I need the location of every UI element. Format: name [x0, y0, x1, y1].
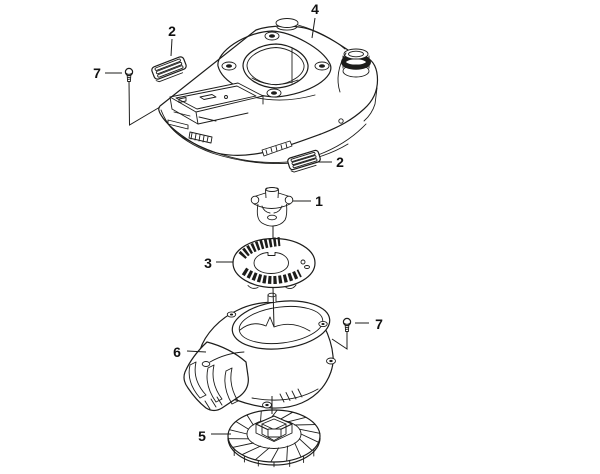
- leader-2-top: [170, 38, 173, 57]
- callout-labels: 4 2 7 2 1 3 7 6 5: [93, 1, 383, 444]
- cover-tray: [169, 82, 264, 125]
- housing-screw-bosses: [201, 311, 336, 409]
- callout-label-1: 1: [315, 193, 323, 209]
- callout-label-7-left: 7: [93, 65, 101, 81]
- fan-hub: [255, 415, 293, 442]
- callout-leader-lines: [105, 17, 369, 435]
- screen-disc-part: [232, 237, 316, 290]
- fan-blades: [227, 409, 321, 463]
- cover-screw-bosses: [221, 31, 330, 98]
- callout-label-4: 4: [311, 1, 319, 17]
- housing-chute: [183, 341, 249, 412]
- callout-label-7-right: 7: [375, 316, 383, 332]
- cover-front-details: [167, 118, 344, 157]
- leader-4: [311, 17, 316, 39]
- blower-housing-part: [183, 292, 336, 412]
- vent-grille-top: [151, 56, 187, 83]
- vent-grille-bottom: [287, 149, 321, 173]
- engine-cover-part: [158, 18, 379, 165]
- cover-port: [275, 18, 346, 50]
- leader-6: [186, 350, 207, 353]
- flywheel-fan-part: [227, 409, 321, 468]
- callout-label-2-bottom: 2: [336, 154, 344, 170]
- callout-label-6: 6: [173, 344, 181, 360]
- fuel-cap: [337, 48, 371, 93]
- callout-label-3: 3: [204, 255, 212, 271]
- screw-right: [342, 317, 352, 332]
- callout-label-5: 5: [198, 428, 206, 444]
- screw-left: [124, 67, 134, 82]
- starter-cup-part: [250, 187, 294, 227]
- assembly-axis-lines: [271, 226, 275, 414]
- leader-7-right: [331, 322, 369, 350]
- leader-7-left: [105, 72, 161, 126]
- callout-label-2-top: 2: [168, 23, 176, 39]
